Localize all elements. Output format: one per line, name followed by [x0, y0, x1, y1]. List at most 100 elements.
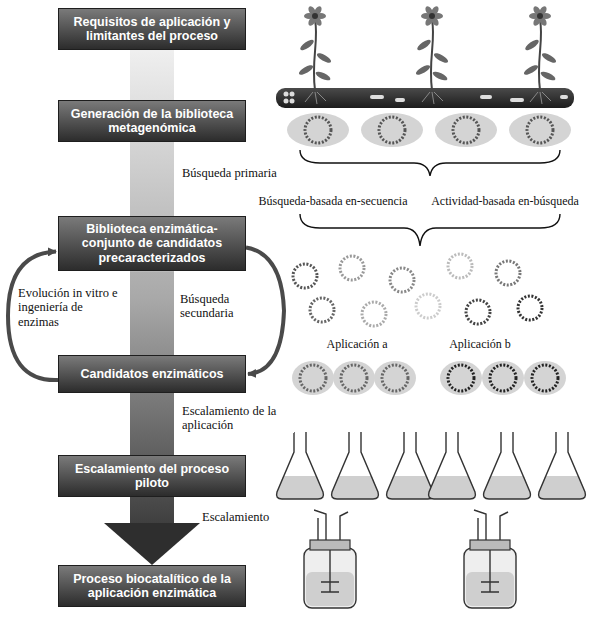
- host-cell: [292, 361, 334, 395]
- process-box: Requisitos de aplicación y limitantes de…: [58, 8, 246, 50]
- plasmid-ring: [453, 117, 479, 143]
- process-box: Proceso biocatalítico de la aplicación e…: [58, 565, 246, 607]
- flask-liquid: [387, 476, 434, 499]
- microbe: [395, 98, 405, 102]
- plant-stem: [539, 20, 541, 90]
- reactor-lid: [470, 540, 510, 550]
- leaf: [298, 63, 315, 76]
- plasmid-ring: [341, 365, 367, 391]
- leaf: [433, 51, 450, 64]
- microbe: [284, 92, 289, 97]
- flask: [277, 432, 324, 499]
- host-cell: [440, 361, 482, 395]
- host-cell: [435, 113, 497, 147]
- process-box: Biblioteca enzimática-conjunto de candid…: [58, 216, 246, 271]
- edge-label: Escalamiento de la aplicación: [180, 404, 294, 433]
- box-text: Candidatos enzimáticos: [80, 367, 223, 381]
- microbe: [370, 95, 384, 99]
- flask: [429, 432, 476, 499]
- root: [422, 92, 443, 104]
- process-box: Escalamiento del proceso piloto: [58, 455, 246, 497]
- plant-stem: [431, 20, 433, 90]
- plasmid-ring: [416, 294, 440, 318]
- host-cell: [374, 361, 416, 395]
- brace-bottom: [300, 214, 560, 246]
- edge-label: Escalamiento: [200, 510, 314, 524]
- host-cell: [333, 361, 375, 395]
- cells: [287, 113, 571, 395]
- leaf: [523, 63, 540, 76]
- edge-label: Búsqueda secundaria: [178, 292, 266, 321]
- connector: [104, 497, 200, 565]
- illustration-label: Búsqueda-basada en-secuencia: [257, 194, 410, 209]
- plasmid-ring: [448, 254, 472, 278]
- edge-label: Búsqueda primaria: [180, 166, 294, 180]
- box-text: Biblioteca enzimática-conjunto de candid…: [65, 222, 239, 265]
- microbes: [284, 92, 569, 104]
- reactor-lid: [310, 540, 350, 550]
- host-cell: [361, 113, 423, 147]
- illustration-label: Actividad-basada en-búsqueda: [429, 194, 581, 209]
- plasmid-ring: [340, 256, 364, 280]
- host-cell: [482, 361, 524, 395]
- flask-liquid: [429, 476, 476, 499]
- plasmid-ring: [496, 261, 520, 285]
- plasmid-ring: [527, 117, 553, 143]
- leaf: [316, 51, 333, 64]
- flow-bar: [130, 142, 174, 216]
- leaf: [431, 70, 448, 82]
- box-text: Escalamiento del proceso piloto: [65, 462, 239, 491]
- plasmid-ring: [300, 365, 326, 391]
- brace-top: [300, 150, 560, 176]
- flow-bar: [130, 497, 174, 523]
- host-cell: [287, 113, 349, 147]
- flask: [387, 432, 434, 499]
- connector: [130, 142, 174, 216]
- plasmid-ring: [518, 296, 542, 320]
- box-text: Proceso biocatalítico de la aplicación e…: [65, 572, 239, 601]
- host-cell: [524, 361, 566, 395]
- leaf: [539, 70, 556, 82]
- plasmid-ring: [310, 298, 334, 322]
- leaf: [416, 38, 433, 52]
- box-text: Requisitos de aplicación y limitantes de…: [65, 15, 239, 44]
- flower-center: [537, 13, 543, 19]
- illustration-label: Aplicación b: [447, 337, 513, 352]
- flasks: [277, 432, 586, 499]
- microbe: [480, 95, 492, 99]
- process-box: Generación de la biblioteca metagenómica: [58, 100, 246, 142]
- bioreactors: [304, 510, 516, 608]
- plasmid-ring: [305, 117, 331, 143]
- leaf: [541, 51, 558, 64]
- box-text: Generación de la biblioteca metagenómica: [65, 107, 239, 136]
- plasmid-ring: [466, 300, 490, 324]
- flask-liquid: [277, 476, 324, 499]
- flask-liquid: [539, 476, 586, 499]
- flow-bar: [130, 271, 174, 355]
- plasmid-ring: [448, 365, 474, 391]
- soil-strip: [276, 88, 574, 108]
- flower-center: [429, 13, 435, 19]
- plasmid-ring: [293, 264, 317, 288]
- flask-liquid: [484, 476, 531, 499]
- connector: [130, 271, 174, 355]
- microbe: [290, 99, 295, 104]
- flask: [484, 432, 531, 499]
- process-box: Candidatos enzimáticos: [58, 355, 246, 393]
- plasmid-ring: [379, 117, 405, 143]
- leaf: [524, 38, 541, 52]
- leaf: [299, 38, 316, 52]
- plasmid-ring: [362, 302, 386, 326]
- illustration-label: Aplicación a: [325, 337, 390, 352]
- leaf: [415, 63, 432, 76]
- connector: [130, 50, 174, 100]
- flask-liquid: [332, 476, 379, 499]
- reactor-tubes: [314, 510, 348, 592]
- microbe: [284, 99, 289, 104]
- flow-bar: [130, 50, 174, 100]
- microbe: [560, 95, 568, 99]
- edge-label: Evolución in vitro e ingeniería de enzim…: [16, 286, 120, 329]
- plant-stem: [314, 20, 316, 90]
- microbe: [510, 98, 524, 102]
- flow-bar: [130, 393, 174, 455]
